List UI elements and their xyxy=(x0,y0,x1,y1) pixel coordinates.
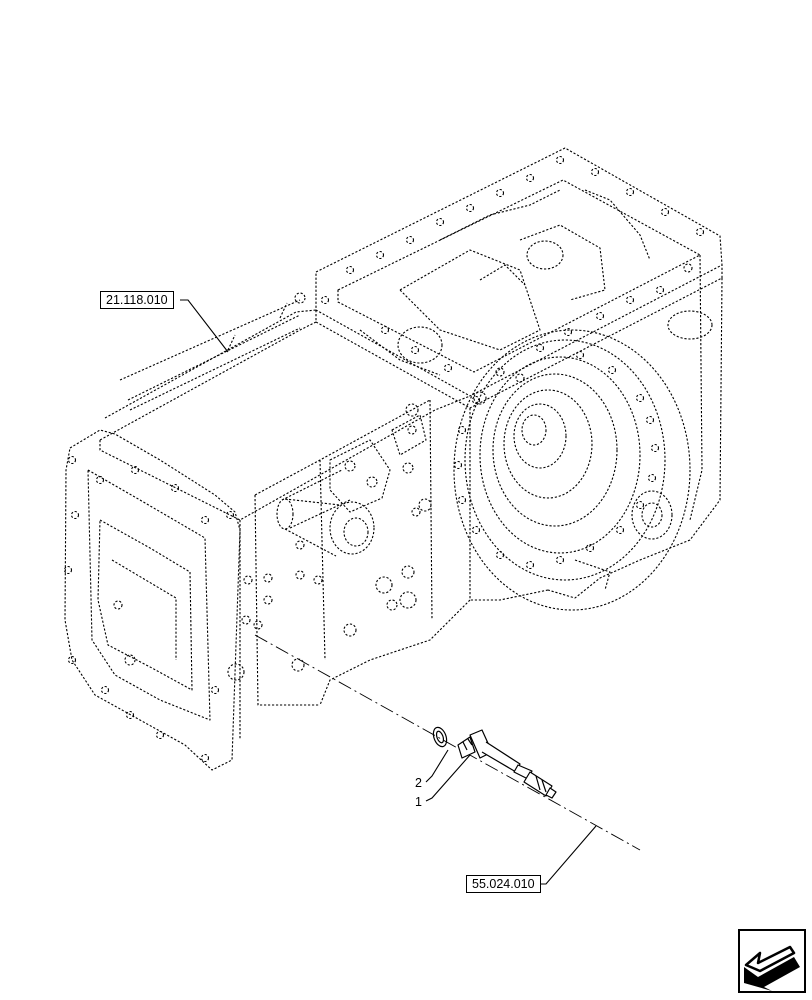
speed-sensor xyxy=(457,729,557,799)
leader-lines xyxy=(180,299,597,885)
sealing-washer xyxy=(432,726,448,748)
reference-label-transmission-housing[interactable]: 21.118.010 xyxy=(100,291,174,309)
reference-label-sensor-assembly[interactable]: 55.024.010 xyxy=(466,875,541,893)
callout-item-1: 1 xyxy=(415,795,422,809)
transmission-housing-drawing xyxy=(64,147,723,771)
previous-page-arrow-icon[interactable] xyxy=(738,929,806,993)
installation-centerline xyxy=(254,634,641,851)
callout-item-2: 2 xyxy=(415,776,422,790)
housing-bolt-holes xyxy=(63,155,705,763)
